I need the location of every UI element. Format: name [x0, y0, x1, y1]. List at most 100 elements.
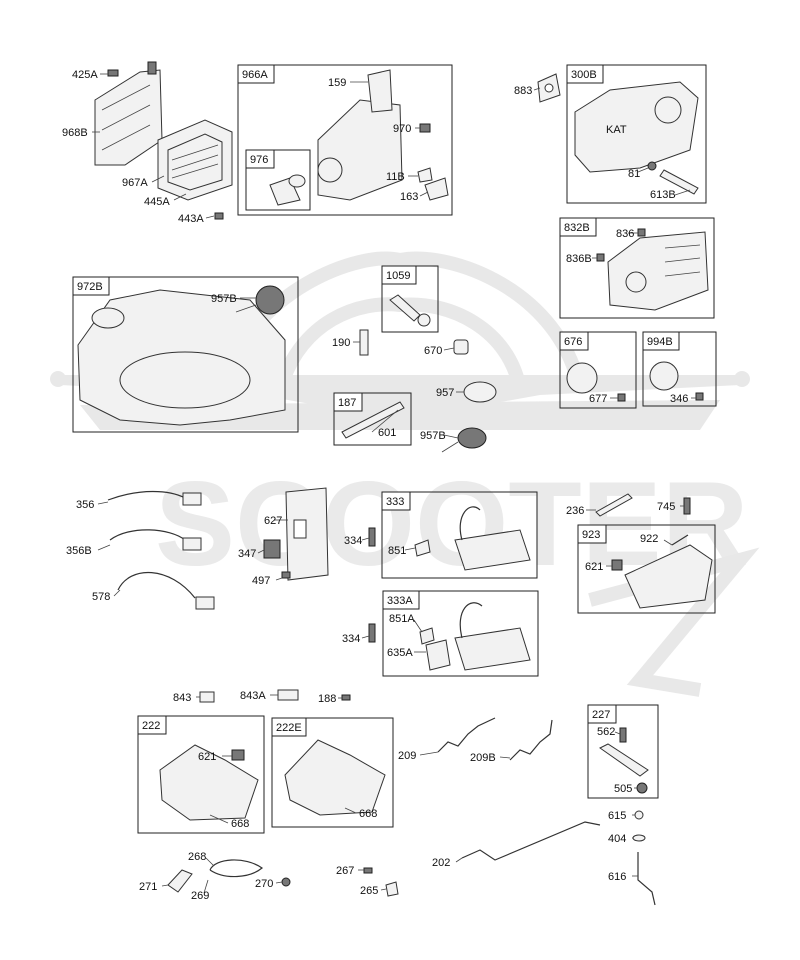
- part-621-a: [611, 559, 623, 571]
- bowl-ring-976: [288, 174, 306, 188]
- group-tag-676: 676: [564, 336, 582, 348]
- group-tag-333a: 333A: [387, 595, 413, 607]
- governor-plate-222e: [284, 739, 386, 816]
- part-label-670: 670: [424, 345, 442, 357]
- part-label-621-b: 621: [198, 751, 216, 763]
- part-label-627: 627: [264, 515, 282, 527]
- part-label-271: 271: [139, 881, 157, 893]
- part-label-601: 601: [378, 427, 396, 439]
- group-tag-966a: 966A: [242, 69, 268, 81]
- part-label-425a: 425A: [72, 69, 98, 81]
- lever-227: [599, 743, 649, 777]
- part-843: [199, 691, 215, 703]
- part-label-209: 209: [398, 750, 416, 762]
- part-label-562: 562: [597, 726, 615, 738]
- part-label-922: 922: [640, 533, 658, 545]
- part-label-443a: 443A: [178, 213, 204, 225]
- group-box-222: [137, 715, 265, 834]
- wire-578: [117, 571, 196, 599]
- switch-347: [263, 539, 281, 559]
- gasket-163: [424, 177, 449, 201]
- carburetor-throat: [317, 157, 343, 183]
- coil-333-lead: [459, 506, 481, 541]
- part-label-957b-b: 957B: [420, 430, 446, 442]
- bracket-159: [367, 69, 393, 113]
- bolt-613b: [659, 169, 699, 195]
- group-box-966a: [237, 64, 453, 216]
- nut-505: [636, 782, 648, 794]
- part-label-202: 202: [432, 857, 450, 869]
- group-tag-923: 923: [582, 529, 600, 541]
- air-filter-housing: [94, 69, 163, 166]
- spring-209b: [509, 719, 553, 761]
- gasket-883-hole: [544, 83, 554, 93]
- part-label-668-a: 668: [231, 818, 249, 830]
- part-label-616: 616: [608, 871, 626, 883]
- group-tag-222e-box: [271, 717, 307, 737]
- group-tag-972b: 972B: [77, 281, 103, 293]
- part-621-b: [231, 749, 245, 761]
- part-label-677: 677: [589, 393, 607, 405]
- group-tag-832b-box: [559, 217, 597, 237]
- spring-922: [671, 534, 689, 546]
- group-tag-222: 222: [142, 720, 160, 732]
- group-tag-300b: 300B: [571, 69, 597, 81]
- washer-1059: [417, 313, 431, 327]
- fuel-tank-neck: [91, 307, 125, 329]
- group-tag-676-box: [559, 331, 589, 351]
- group-tag-187: 187: [338, 397, 356, 409]
- group-tag-333a-box: [382, 590, 420, 610]
- housing-tab: [147, 61, 157, 75]
- group-tag-227-box: [587, 704, 617, 724]
- wire-356-connector: [182, 492, 202, 506]
- group-box-222e: [271, 717, 394, 828]
- part-label-967a: 967A: [122, 177, 148, 189]
- part-label-163: 163: [400, 191, 418, 203]
- part-label-957: 957: [436, 387, 454, 399]
- link-236: [595, 493, 633, 517]
- part-265: [385, 881, 399, 897]
- group-box-333: [381, 491, 538, 579]
- group-box-227: [587, 704, 659, 799]
- wire-356: [107, 490, 186, 501]
- part-label-404: 404: [608, 833, 626, 845]
- part-label-836b: 836B: [566, 253, 592, 265]
- part-label-635a: 635A: [387, 647, 413, 659]
- part-label-578: 578: [92, 591, 110, 603]
- spark-arrester-994b: [649, 361, 679, 391]
- part-label-497: 497: [252, 575, 270, 587]
- part-label-188: 188: [318, 693, 336, 705]
- group-tag-972b-box: [72, 276, 110, 296]
- screw-334-b: [368, 623, 376, 643]
- group-tag-222-box: [137, 715, 167, 735]
- screw-836: [637, 228, 646, 237]
- rod-616: [637, 852, 656, 906]
- group-tag-333: 333: [386, 496, 404, 508]
- part-label-11b: 11B: [386, 171, 405, 183]
- part-label-843: 843: [173, 692, 191, 704]
- part-label-159: 159: [328, 77, 346, 89]
- fuel-cap-957: [463, 381, 497, 403]
- part-label-843a: 843A: [240, 690, 266, 702]
- muffler-kat-label: KAT: [606, 124, 627, 136]
- group-box-976: [245, 149, 311, 211]
- part-label-836: 836: [616, 228, 634, 240]
- plate-627-slot: [293, 519, 307, 539]
- washer-615: [634, 810, 644, 820]
- part-label-851: 851: [388, 545, 406, 557]
- housing-ribs: [101, 84, 151, 151]
- screw-267: [363, 867, 373, 874]
- part-label-957b-a: 957B: [211, 293, 237, 305]
- screw-443a: [214, 212, 224, 220]
- control-bracket-923: [624, 544, 713, 609]
- part-label-236: 236: [566, 505, 584, 517]
- part-843a: [277, 689, 299, 701]
- muffler-300b: [574, 81, 699, 173]
- watermark-dot-right: [734, 371, 750, 387]
- group-box-333a: [382, 590, 539, 677]
- group-box-676: [559, 331, 637, 409]
- part-label-270: 270: [255, 878, 273, 890]
- part-label-269: 269: [191, 890, 209, 902]
- nut-81: [647, 161, 657, 171]
- part-label-668-b: 668: [359, 808, 377, 820]
